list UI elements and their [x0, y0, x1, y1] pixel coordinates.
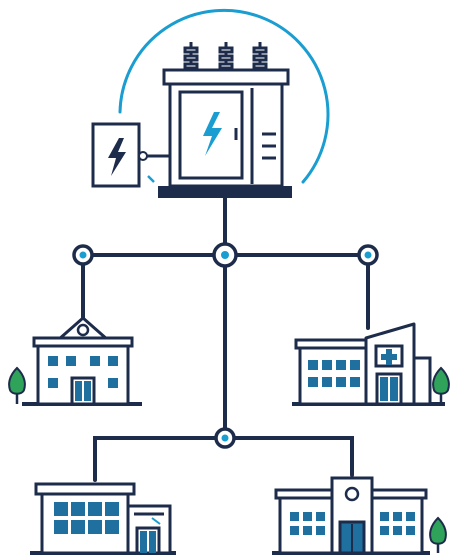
- school-building-icon: [8, 316, 142, 406]
- insulator-left-icon: [183, 42, 199, 70]
- power-transformer-icon: [118, 8, 330, 198]
- junction-node-right-icon: [357, 244, 379, 266]
- junction-node-lower-icon: [214, 427, 236, 449]
- civic-building-icon: [272, 476, 447, 555]
- junction-node-left-icon: [72, 244, 94, 266]
- lightning-bolt-icon: [203, 112, 222, 156]
- transformer-base: [158, 186, 292, 198]
- tree-icon: [432, 366, 450, 404]
- lightning-control-box-icon: [91, 122, 170, 188]
- insulator-right-icon: [252, 42, 268, 70]
- power-arc: [118, 8, 330, 184]
- tree-icon: [8, 366, 26, 404]
- transformer-top-cap: [162, 68, 290, 86]
- hospital-building-icon: [292, 322, 450, 406]
- tree-icon: [429, 516, 447, 553]
- junction-node-center-icon: [212, 242, 238, 268]
- insulator-middle-icon: [218, 42, 234, 70]
- vent-icon: [262, 132, 276, 160]
- office-building-icon: [30, 482, 176, 555]
- medical-cross-icon: [381, 349, 397, 365]
